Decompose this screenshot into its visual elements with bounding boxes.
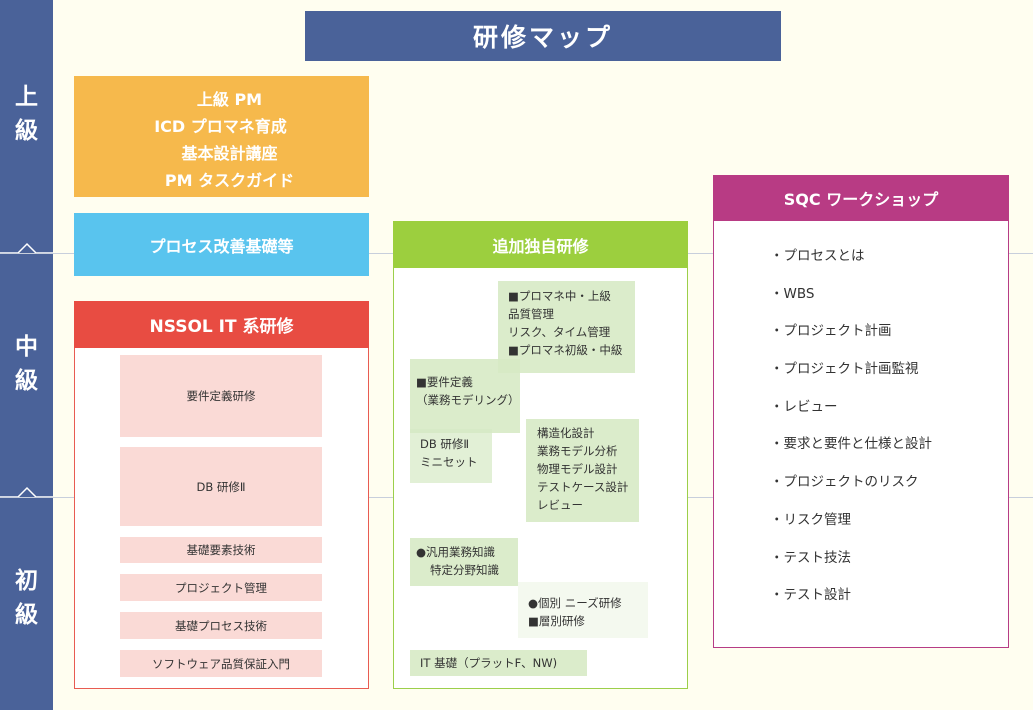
design-training-box: 構造化設計 業務モデル分析 物理モデル設計 テストケース設計 レビュー (526, 419, 639, 522)
level-advanced-label: 上 級 (0, 80, 53, 148)
sqc-topic: ・WBS (770, 285, 815, 302)
individual-line-1: ●個別 ニーズ研修 (528, 596, 622, 610)
nssol-item-basic-elements: 基礎要素技術 (120, 537, 322, 563)
nssol-item-project-management: プロジェクト管理 (120, 574, 322, 601)
sqc-topic: ・プロジェクト計画監視 (770, 361, 919, 378)
sqc-topic-list: ・プロセスとは ・WBS ・プロジェクト計画 ・プロジェクト計画監視 ・レビュー… (770, 244, 932, 621)
nssol-training-panel: NSSOL IT 系研修 要件定義研修 DB 研修Ⅱ 基礎要素技術 プロジェクト… (74, 301, 369, 689)
individual-training-box: ●個別 ニーズ研修 ■層別研修 (518, 582, 648, 638)
req-line-1: ■要件定義 (416, 375, 473, 389)
level-advanced-char-1: 上 (15, 84, 38, 110)
db-mini-box: DB 研修Ⅱ ミニセット (410, 429, 492, 483)
level-divider-notch (0, 486, 53, 498)
sqc-topic: ・リスク管理 (770, 511, 851, 528)
sqc-topic: ・テスト設計 (770, 587, 851, 604)
page-title: 研修マップ (305, 11, 781, 61)
level-beginner-char-1: 初 (15, 568, 38, 594)
general-line-2: 特定分野知識 (430, 563, 499, 577)
db-line-2: ミニセット (420, 455, 478, 469)
sqc-workshop-panel: SQC ワークショップ ・プロセスとは ・WBS ・プロジェクト計画 ・プロジェ… (713, 175, 1009, 648)
general-line-1: ●汎用業務知識 (416, 545, 496, 559)
level-advanced-char-2: 級 (15, 118, 38, 144)
nssol-item-requirements: 要件定義研修 (120, 355, 322, 437)
db-line-1: DB 研修Ⅱ (420, 437, 470, 451)
design-line-1: 構造化設計 (537, 426, 595, 440)
sqc-header: SQC ワークショップ (713, 175, 1009, 221)
upper-line-3: 基本設計講座 (181, 144, 278, 163)
sqc-topic: ・プロジェクトのリスク (770, 474, 919, 491)
level-divider-notch (0, 242, 53, 254)
level-beginner-char-2: 級 (15, 602, 38, 628)
it-basics-box: IT 基礎（プラットF、NW) (410, 650, 587, 676)
level-intermediate-char-1: 中 (15, 334, 38, 360)
nssol-header: NSSOL IT 系研修 (74, 301, 369, 348)
individual-line-2: ■層別研修 (528, 614, 585, 628)
sqc-topic: ・プロジェクト計画 (770, 323, 892, 340)
sqc-topic: ・テスト技法 (770, 549, 851, 566)
pm-training-box: ■プロマネ中・上級 品質管理 リスク、タイム管理 ■プロマネ初級・中級 (498, 281, 635, 373)
sqc-topic: ・要求と要件と仕様と設計 (770, 436, 932, 453)
pm-line-1: ■プロマネ中・上級 (508, 289, 611, 303)
requirements-modeling-box: ■要件定義 （業務モデリング） (410, 359, 520, 433)
design-line-2: 業務モデル分析 (537, 444, 618, 458)
nssol-item-basic-process: 基礎プロセス技術 (120, 612, 322, 639)
upper-line-2: ICD プロマネ育成 (154, 117, 287, 136)
custom-header: 追加独自研修 (393, 221, 688, 268)
design-line-5: レビュー (537, 498, 583, 512)
general-knowledge-box: ●汎用業務知識 特定分野知識 (410, 538, 518, 586)
level-intermediate-char-2: 級 (15, 368, 38, 394)
design-line-4: テストケース設計 (537, 480, 629, 494)
nssol-item-db: DB 研修Ⅱ (120, 447, 322, 526)
sqc-topic: ・プロセスとは (770, 248, 865, 264)
pm-line-2: 品質管理 (508, 307, 554, 321)
nssol-item-qa-intro: ソフトウェア品質保証入門 (120, 650, 322, 677)
custom-training-panel: 追加独自研修 ■プロマネ中・上級 品質管理 リスク、タイム管理 ■プロマネ初級・… (393, 221, 688, 689)
sqc-topic: ・レビュー (770, 398, 838, 415)
pm-line-4: ■プロマネ初級・中級 (508, 343, 623, 357)
level-bar: 上 級 中 級 初 級 (0, 0, 53, 710)
level-beginner-label: 初 級 (0, 564, 53, 632)
design-line-3: 物理モデル設計 (537, 462, 618, 476)
req-line-2: （業務モデリング） (416, 393, 520, 407)
pm-line-3: リスク、タイム管理 (508, 325, 611, 339)
level-intermediate-label: 中 級 (0, 330, 53, 398)
upper-line-1: 上級 PM (196, 90, 263, 109)
process-improvement-block: プロセス改善基礎等 (74, 213, 369, 276)
advanced-training-block: 上級 PM ICD プロマネ育成 基本設計講座 PM タスクガイド (74, 76, 369, 197)
upper-line-4: PM タスクガイド (164, 171, 295, 190)
